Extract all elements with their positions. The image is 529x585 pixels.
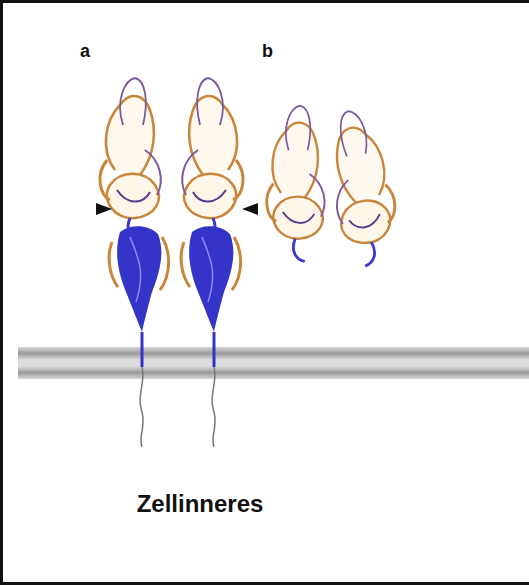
panel-letter: b xyxy=(262,42,273,60)
panel-letter: a xyxy=(80,42,90,60)
region-label: Zellinneres xyxy=(137,492,264,516)
